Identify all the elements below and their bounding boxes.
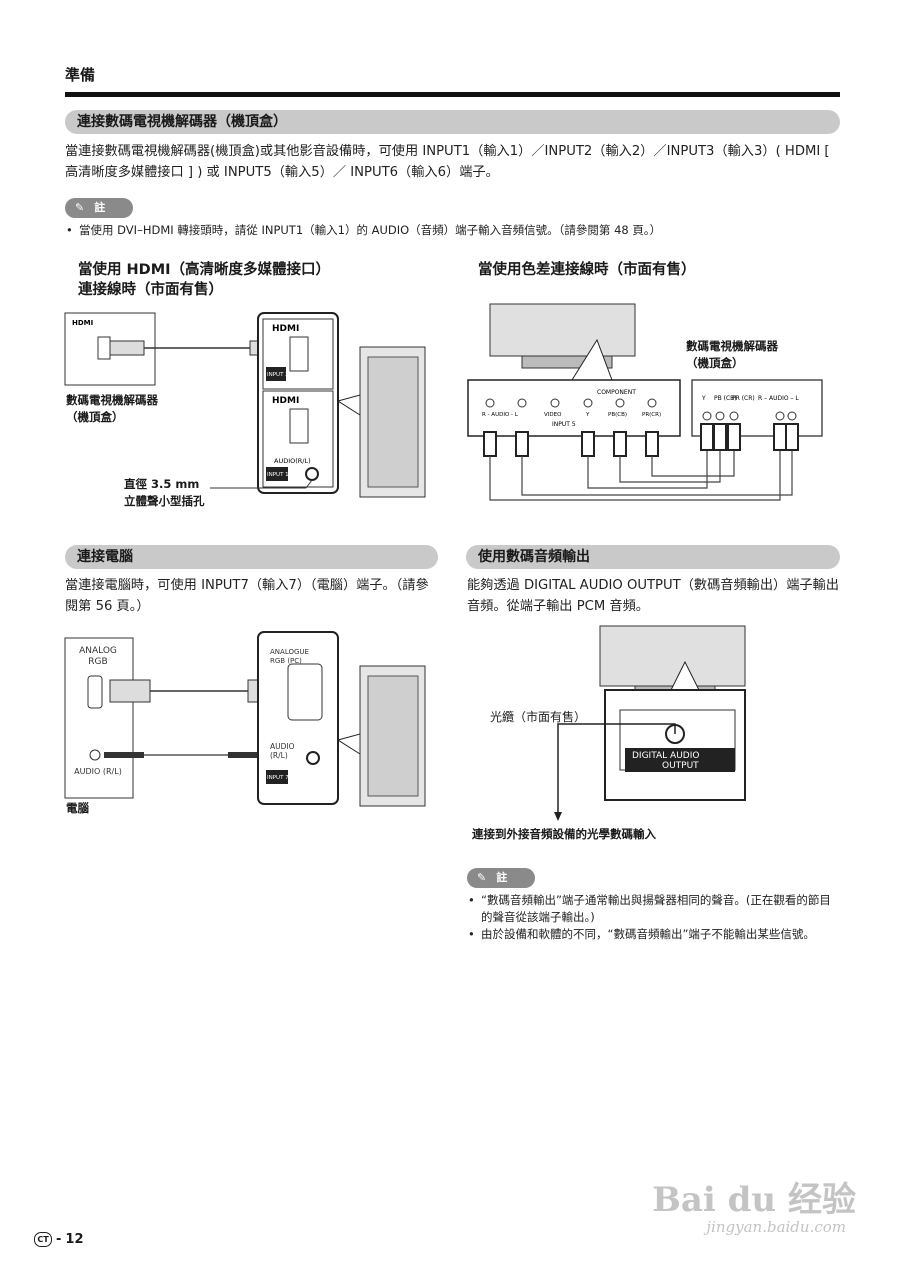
note-item: 當使用 DVI–HDMI 轉接頭時，請從 INPUT1（輸入1）的 AUDIO（… [65, 222, 854, 239]
digital-audio-diagram: DIGITAL AUDIO OUTPUT [470, 622, 770, 822]
section-title-digital-audio: 使用數碼音頻輸出 [466, 545, 840, 569]
section-title-stb: 連接數碼電視機解碼器（機頂盒） [65, 110, 840, 134]
hdmi-logo-input2: HDMI [272, 324, 299, 334]
note-list-2: “數碼音頻輸出”端子通常輸出與揚聲器相同的聲音。(正在觀看的節目的聲音從該端子輸… [467, 892, 841, 943]
box-port-audio: R – AUDIO – L [758, 395, 799, 402]
chapter-title: 準備 [65, 66, 96, 84]
component-label: COMPONENT [597, 389, 636, 396]
tv-port-y: Y [585, 412, 590, 418]
optical-cable-label: 光纜（市面有售） [490, 710, 587, 724]
note-badge: ✎註 [65, 198, 133, 218]
pc-analog-label: ANALOG RGB [79, 646, 117, 667]
hdmi-connection-diagram: HDMI HDMI INPUT 2 HDMI AUDIO(R/L) INPUT … [60, 305, 430, 515]
tv-port-video: VIDEO [544, 412, 562, 418]
digital-audio-port-2: OUTPUT [662, 761, 699, 771]
tv-audio-label: AUDIO (R/L) [270, 742, 295, 760]
pencil-icon: ✎ [75, 201, 85, 214]
stb-label-2: （機頂盒） [66, 410, 124, 424]
pc-label: 電腦 [66, 801, 89, 815]
component-heading: 當使用色差連接線時（市面有售） [478, 262, 696, 278]
component-stb-label-1: 數碼電視機解碼器 [686, 339, 778, 353]
ct-icon: CT [34, 1232, 52, 1247]
note-item: “數碼音頻輸出”端子通常輸出與揚聲器相同的聲音。(正在觀看的節目的聲音從該端子輸… [467, 892, 841, 926]
hdmi-logo-input1: HDMI [272, 396, 299, 406]
hdmi-logo-stb: HDMI [72, 319, 93, 327]
jack-label-2: 立體聲小型插孔 [124, 494, 205, 508]
page-footer: CT - 12 [34, 1232, 84, 1247]
note-label: 註 [94, 201, 106, 214]
hdmi-heading-2: 連接線時（市面有售） [78, 282, 223, 298]
stb-label-1: 數碼電視機解碼器 [66, 393, 158, 407]
input1-label: INPUT 1 [267, 472, 289, 478]
note-label-2: 註 [496, 871, 508, 884]
section-body-stb: 當連接數碼電視機解碼器(機頂盒)或其他影音設備時，可使用 INPUT1（輸入1）… [65, 144, 830, 180]
section-title-pc: 連接電腦 [65, 545, 438, 569]
tv-port-audio: R - AUDIO - L [482, 412, 519, 418]
section-body-pc: 當連接電腦時，可使用 INPUT7（輸入7）（電腦）端子。（請參閱第 56 頁。… [65, 578, 429, 614]
tv-port-pr: PR(CR) [642, 412, 661, 418]
pc-connection-diagram: INPUT 7 [60, 630, 430, 810]
pc-audio-label: AUDIO (R/L) [74, 767, 122, 776]
pencil-icon: ✎ [477, 871, 487, 884]
audio-rl-label: AUDIO(R/L) [274, 457, 311, 465]
page-dash: - [56, 1232, 62, 1247]
input5-label: INPUT 5 [552, 421, 576, 428]
component-stb-label-2: （機頂盒） [686, 356, 744, 370]
input7-label: INPUT 7 [267, 775, 289, 781]
jack-label-1: 直徑 3.5 mm [124, 477, 200, 491]
section-body-digital-audio: 能夠透過 DIGITAL AUDIO OUTPUT（數碼音頻輸出）端子輸出音頻。… [467, 578, 839, 614]
digital-audio-port-1: DIGITAL AUDIO [632, 751, 699, 761]
baidu-watermark-url: jingyan.baidu.com [706, 1218, 846, 1236]
tv-port-pb: PB(CB) [608, 412, 627, 418]
box-port-pr: PR (CR) [732, 395, 755, 402]
hdmi-heading-1: 當使用 HDMI（高清晰度多媒體接口） [78, 262, 331, 278]
note-item: 由於設備和軟體的不同，“數碼音頻輸出”端子不能輸出某些信號。 [467, 926, 841, 943]
note-badge-2: ✎註 [467, 868, 535, 888]
input2-label: INPUT 2 [267, 372, 289, 378]
baidu-watermark: Bai du 经验 [652, 1180, 856, 1220]
box-port-pb: PB (CB) [714, 395, 737, 402]
component-connection-diagram: COMPONENT R - AUDIO - L VIDEO Y PB(CB) P… [462, 300, 842, 515]
optical-arrow-caption: 連接到外接音頻設備的光學數碼輸入 [472, 827, 656, 841]
tv-analogue-label: ANALOGUE RGB (PC) [270, 648, 309, 665]
box-port-y: Y [701, 395, 706, 402]
header-rule [65, 92, 840, 97]
page-number: 12 [65, 1232, 84, 1247]
